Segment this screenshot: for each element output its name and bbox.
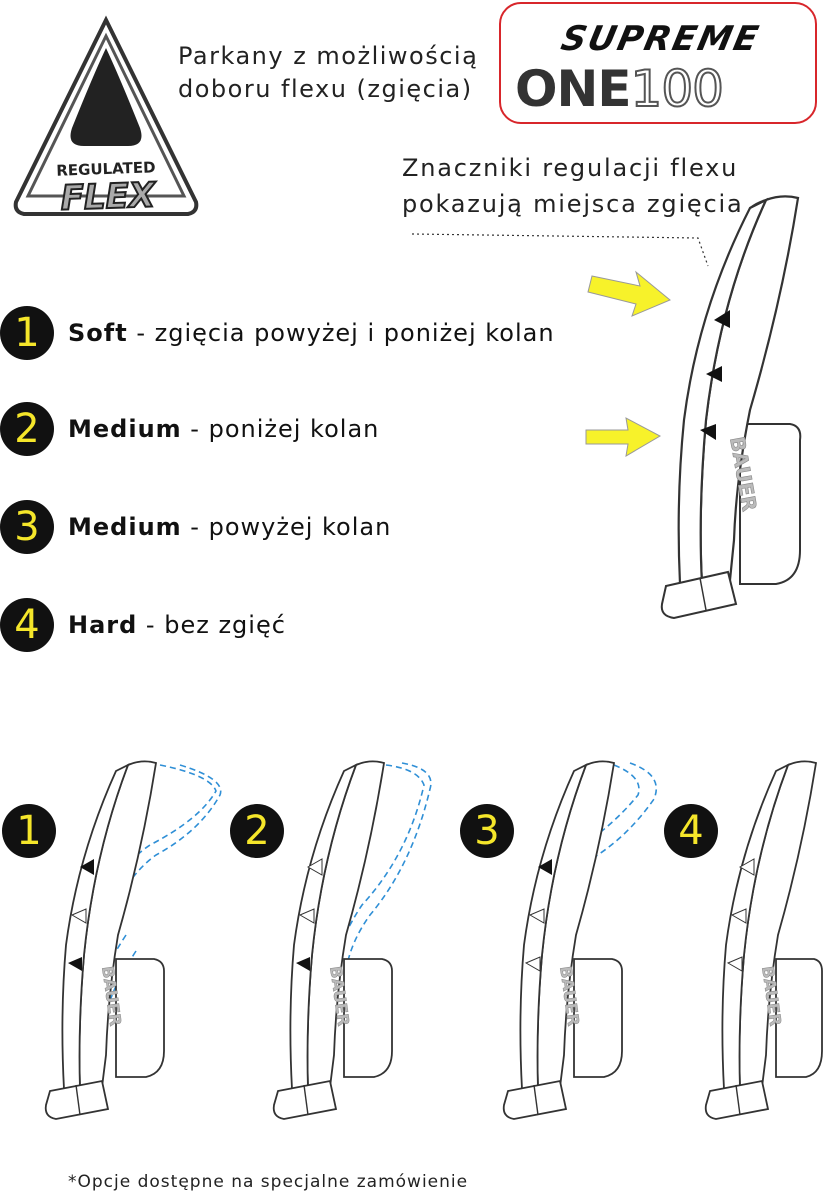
pad-diagram-1: BAUER [44,760,222,1120]
brand-line2-bold: ONE [515,60,631,118]
option-number-1: 1 [0,306,54,360]
diagram-number-2: 2 [230,804,284,858]
diagram-number-4: 4 [664,804,718,858]
intro-line2: doboru flexu (zgięcia) [178,75,473,103]
option-4: 4 Hard - bez zgięć [0,598,286,652]
regulated-flex-badge-icon: REGULATED FLEX [13,15,199,220]
option-name: Medium [68,415,182,443]
arrow-right-icon [587,270,671,317]
svg-text:ONE100: ONE100 [515,60,723,118]
footnote: *Opcje dostępne na specjalne zamówienie [68,1172,469,1192]
option-name: Soft [68,319,128,347]
option-number-2: 2 [0,402,54,456]
option-2: 2 Medium - poniżej kolan [0,402,379,456]
pad-diagram-3: BAUER [502,760,658,1120]
pad-diagram-4: BAUER [704,760,823,1120]
markers-line2: pokazują miejsca zgięcia [402,190,744,218]
option-1: 1 Soft - zgięcia powyżej i poniżej kolan [0,306,555,360]
markers-note: Znaczniki regulacji flexu pokazują miejs… [402,150,743,222]
badge-line2: FLEX [60,175,157,218]
brand-logo: SUPREME ONE100 [515,19,764,119]
diagram-number-3: 3 [460,804,514,858]
brand-logo-box: SUPREME ONE100 [499,2,817,124]
pad-diagram-2: BAUER [272,760,432,1120]
option-desc: - poniżej kolan [181,415,380,443]
markers-line1: Znaczniki regulacji flexu [402,154,739,182]
arrow-right-icon [585,417,662,457]
option-number-4: 4 [0,598,54,652]
option-desc: - powyżej kolan [181,513,392,541]
option-desc: - bez zgięć [137,611,286,639]
brand-line2-light: 100 [631,60,723,118]
badge-line1: REGULATED [56,158,156,179]
diagram-number-1: 1 [2,804,56,858]
option-name: Medium [68,513,182,541]
intro-line1: Parkany z możliwością [178,42,479,70]
brand-line1: SUPREME [558,19,764,59]
main-pad-illustration: BAUER [585,195,802,620]
leader-line [411,233,709,267]
intro-text: Parkany z możliwością doboru flexu (zgię… [178,40,478,106]
option-3: 3 Medium - powyżej kolan [0,500,391,554]
option-desc: - zgięcia powyżej i poniżej kolan [127,319,555,347]
option-name: Hard [68,611,138,639]
option-number-3: 3 [0,500,54,554]
